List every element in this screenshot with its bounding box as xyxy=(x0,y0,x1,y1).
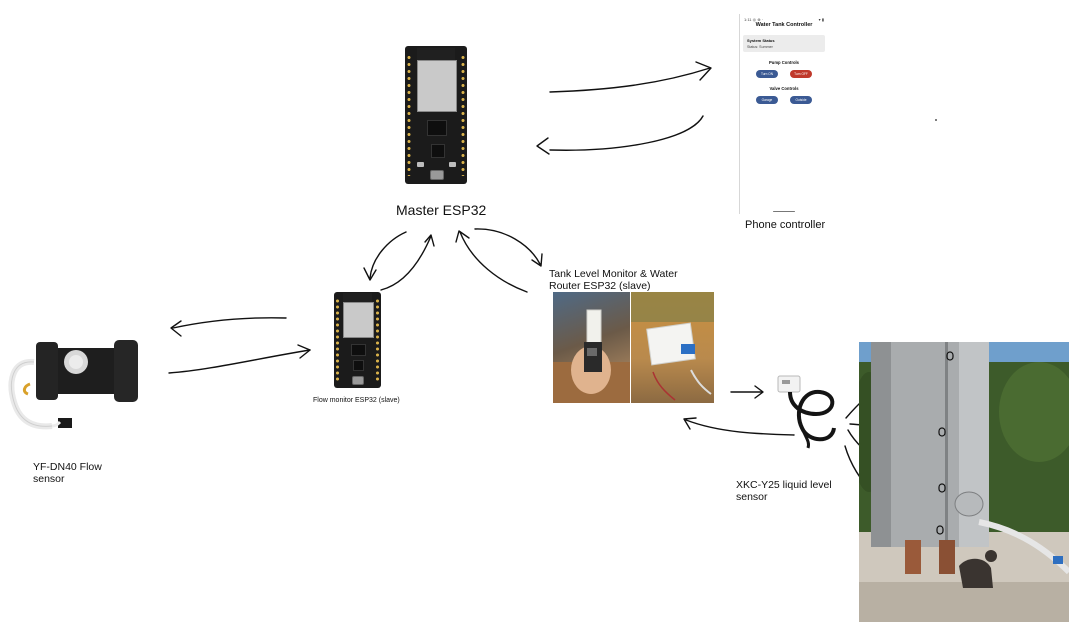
master-esp32-board xyxy=(405,46,467,184)
tank-probe-4 xyxy=(936,525,944,535)
tank-monitor-label-line2: Router ESP32 (slave) xyxy=(549,280,651,292)
flow-monitor-label: Flow monitor ESP32 (slave) xyxy=(313,397,400,404)
arrow-master-to-tank xyxy=(474,228,541,265)
phone-home-indicator xyxy=(773,210,795,212)
phone-controller-screen: 1:11 ◎ ⊕ · ▾ ▮ Water Tank Controller Sys… xyxy=(739,14,828,214)
arrow-phone-to-master xyxy=(549,115,704,151)
pump-off-button[interactable]: Turn OFF xyxy=(790,70,812,78)
arrow-flow-to-sensor xyxy=(172,317,287,329)
xkc-y25-level-sensor-image xyxy=(777,375,836,449)
arrow-tank-to-master xyxy=(459,231,528,293)
arrow-flow-to-master xyxy=(380,235,432,291)
phone-status-bar: 1:11 ◎ ⊕ · xyxy=(744,17,763,22)
tank-monitor-photo-handheld xyxy=(553,292,630,403)
flow-sensor-label-line1: YF-DN40 Flow xyxy=(33,461,102,473)
master-esp32-label: Master ESP32 xyxy=(396,202,487,218)
system-status-heading: System Status xyxy=(747,38,775,43)
flow-monitor-esp32-board xyxy=(334,292,381,388)
pump-controls-heading: Pump Controls xyxy=(768,60,799,65)
flow-sensor-label-line2: sensor xyxy=(33,473,65,485)
level-sensor-label-line2: sensor xyxy=(736,491,768,503)
water-tank-photo xyxy=(859,342,1069,622)
tank-monitor-photo-box xyxy=(631,292,714,403)
valve-outside-button[interactable]: Outside xyxy=(790,96,812,104)
tank-monitor-label-line1: Tank Level Monitor & Water xyxy=(549,268,678,280)
valve-garage-button[interactable]: Garage xyxy=(756,96,778,104)
level-sensor-label-line1: XKC-Y25 liquid level xyxy=(736,479,832,491)
valve-controls-heading: Valve Controls xyxy=(769,86,799,91)
phone-status-icons: ▾ ▮ xyxy=(818,17,824,22)
stray-dot xyxy=(935,119,937,121)
arrow-master-to-flow xyxy=(369,231,407,279)
tank-probe-3 xyxy=(938,483,946,493)
arrow-sensor-to-flow xyxy=(168,349,311,374)
system-status-value: Status: Summer xyxy=(747,45,773,49)
arrow-level-to-tank xyxy=(685,419,795,436)
pump-on-button[interactable]: Turn ON xyxy=(756,70,778,78)
phone-app-title: Water Tank Controller xyxy=(755,22,813,28)
system-status-card: System Status Status: Summer xyxy=(743,35,825,52)
arrow-master-to-phone xyxy=(549,67,711,93)
tank-probe-2 xyxy=(938,427,946,437)
tank-probe-1 xyxy=(946,351,954,361)
yf-dn40-flow-sensor-image xyxy=(8,340,138,430)
phone-controller-label: Phone controller xyxy=(745,219,826,231)
